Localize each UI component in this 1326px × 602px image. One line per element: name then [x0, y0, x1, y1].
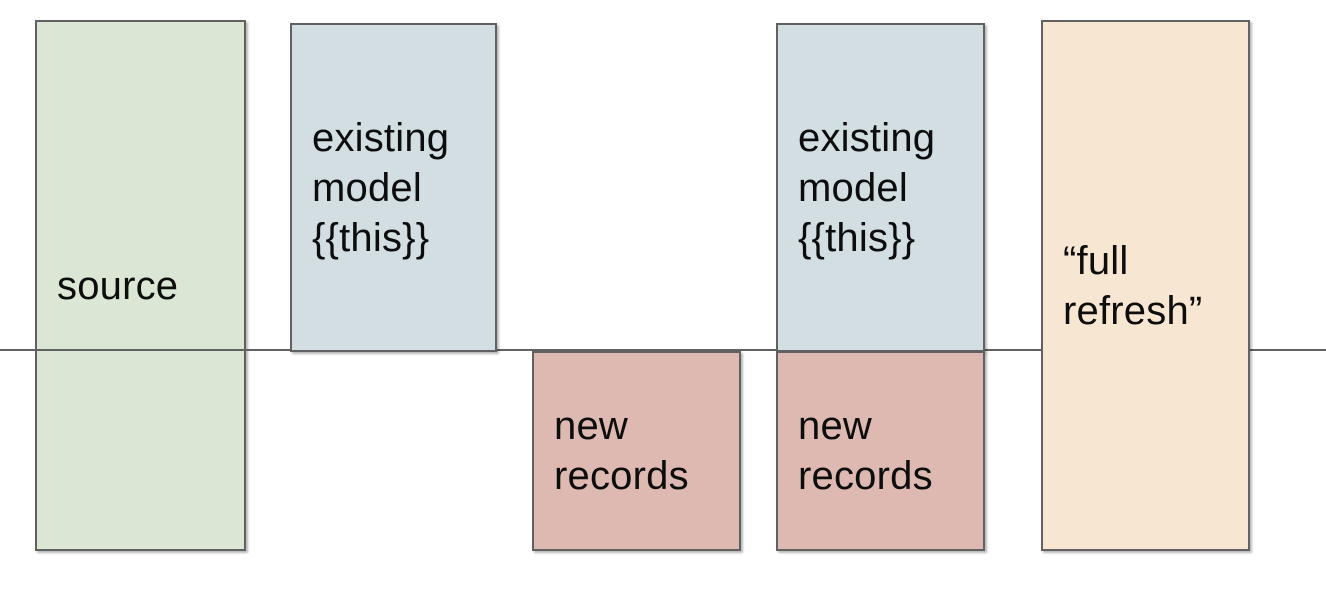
new-records-left-label: new records	[554, 404, 689, 498]
source-box: source	[35, 20, 246, 551]
baseline-divider	[0, 349, 1326, 351]
existing-model-right-box: existing model {{this}}	[776, 23, 985, 352]
new-records-right-label: new records	[798, 404, 933, 498]
existing-model-left-label: existing model {{this}}	[312, 115, 450, 260]
full-refresh-label: “full refresh”	[1063, 238, 1203, 333]
existing-model-left-box: existing model {{this}}	[290, 23, 497, 352]
new-records-right-box: new records	[776, 351, 985, 551]
full-refresh-box: “full refresh”	[1041, 20, 1250, 551]
existing-model-right-label: existing model {{this}}	[798, 115, 936, 260]
new-records-left-box: new records	[532, 351, 741, 551]
source-box-label: source	[57, 263, 179, 308]
